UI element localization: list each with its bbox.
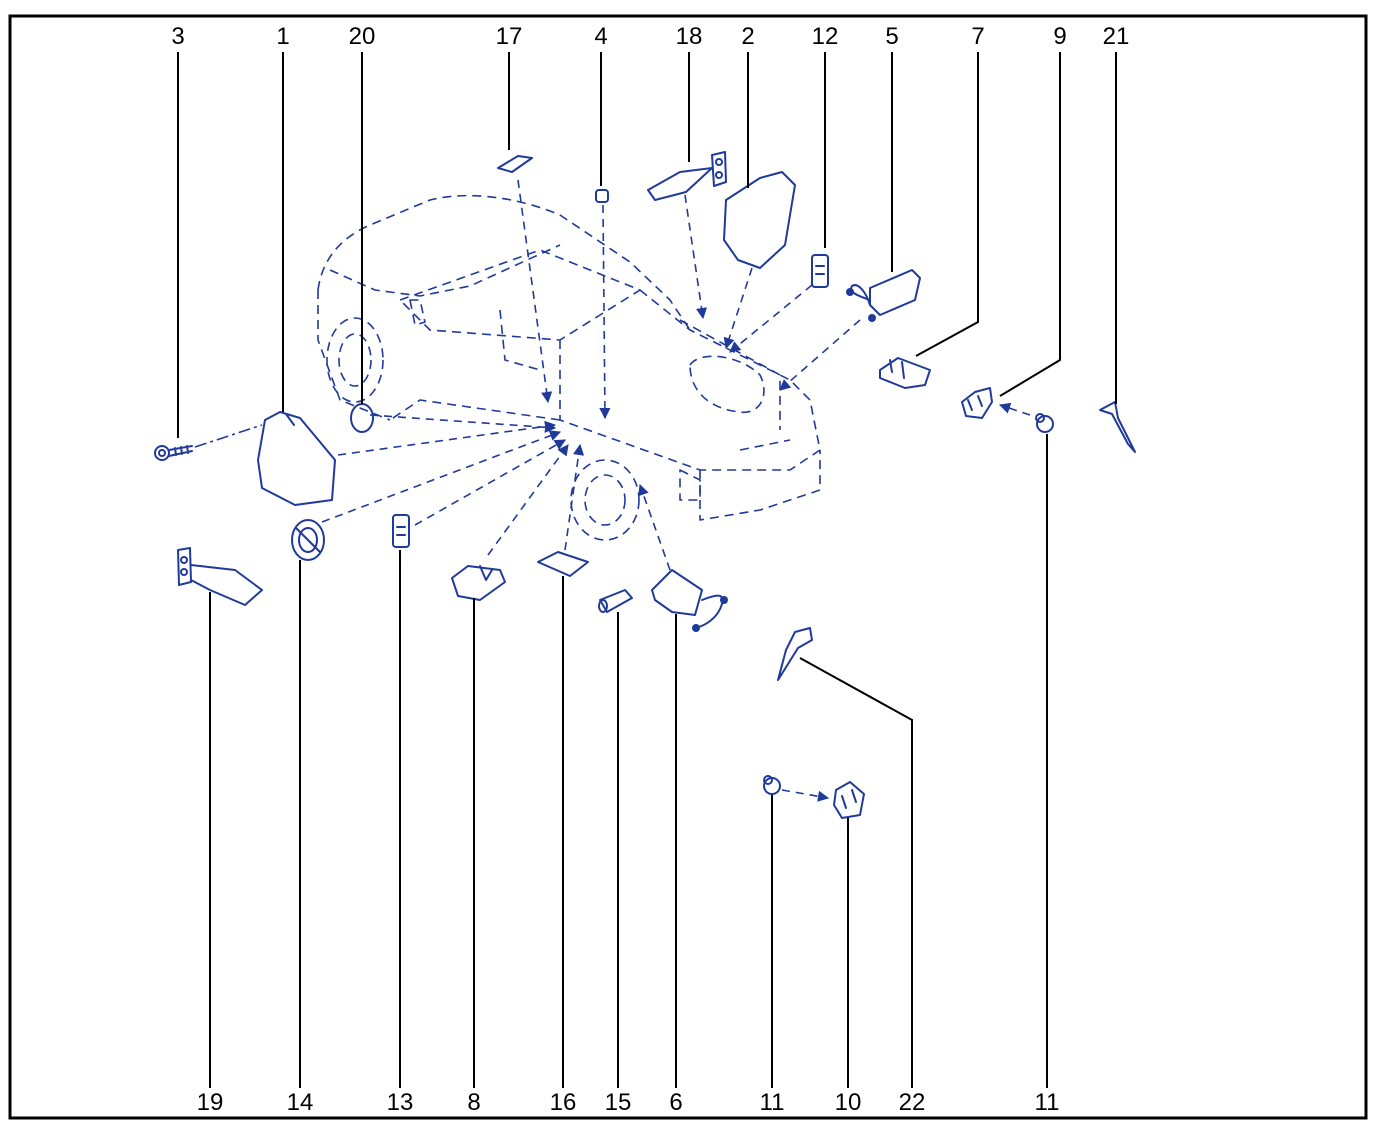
callout-11-lower: 11: [760, 1089, 785, 1116]
callout-19: 19: [197, 1089, 224, 1116]
callout-17: 17: [496, 23, 523, 50]
part-strip-22: [777, 627, 813, 681]
callout-22: 22: [899, 1089, 926, 1116]
assembly-arrows: [194, 179, 1031, 802]
callout-20: 20: [349, 23, 376, 50]
part-pin-15: [598, 589, 633, 613]
part-hinge-7: [879, 357, 931, 389]
callout-4: 4: [594, 23, 607, 50]
callout-21: 21: [1103, 23, 1130, 50]
part-bracket-19: [177, 547, 263, 606]
part-bracket-9: [961, 387, 993, 419]
bottom-callouts: 19 14 13 8 16 15 6 11 10 22 11: [197, 1089, 1060, 1116]
part-fuel-flap-1: [257, 411, 336, 506]
callout-3: 3: [171, 23, 184, 50]
part-bracket-10: [833, 781, 865, 819]
top-callouts: 3 1 20 17 4 18 2 12 5 7 9 21: [171, 23, 1129, 50]
callout-15: 15: [605, 1089, 632, 1116]
part-pad-16: [537, 551, 589, 577]
part-lid-2: [723, 171, 796, 269]
part-clip-11-upper: [1035, 413, 1054, 433]
part-housing-6: [651, 569, 728, 632]
part-strip-21: [1099, 401, 1136, 453]
callout-9: 9: [1053, 23, 1066, 50]
callout-16: 16: [550, 1089, 577, 1116]
callout-1: 1: [276, 23, 289, 50]
part-bracket-18: [647, 151, 727, 201]
callout-10: 10: [835, 1089, 862, 1116]
part-hinge-8: [451, 565, 506, 601]
vehicle-outline: [317, 194, 821, 541]
callout-7: 7: [971, 23, 984, 50]
part-grommet-14: [291, 519, 325, 561]
callout-18: 18: [676, 23, 703, 50]
callout-8: 8: [467, 1089, 480, 1116]
callout-5: 5: [885, 23, 898, 50]
part-module-12: [811, 254, 829, 288]
part-pad-17: [497, 155, 533, 173]
part-bolt-3: [154, 445, 193, 461]
callout-14: 14: [287, 1089, 314, 1116]
callout-13: 13: [387, 1089, 414, 1116]
callout-12: 12: [812, 23, 839, 50]
callout-11-right: 11: [1035, 1089, 1060, 1116]
callout-2: 2: [741, 23, 754, 50]
part-housing-5: [846, 269, 921, 322]
part-clip-11-lower: [763, 775, 781, 795]
diagram-border: [8, 14, 1368, 1120]
part-module-13: [392, 514, 410, 548]
part-plug-4: [595, 189, 609, 203]
leader-lines: [177, 52, 1117, 1088]
callout-6: 6: [669, 1089, 682, 1116]
